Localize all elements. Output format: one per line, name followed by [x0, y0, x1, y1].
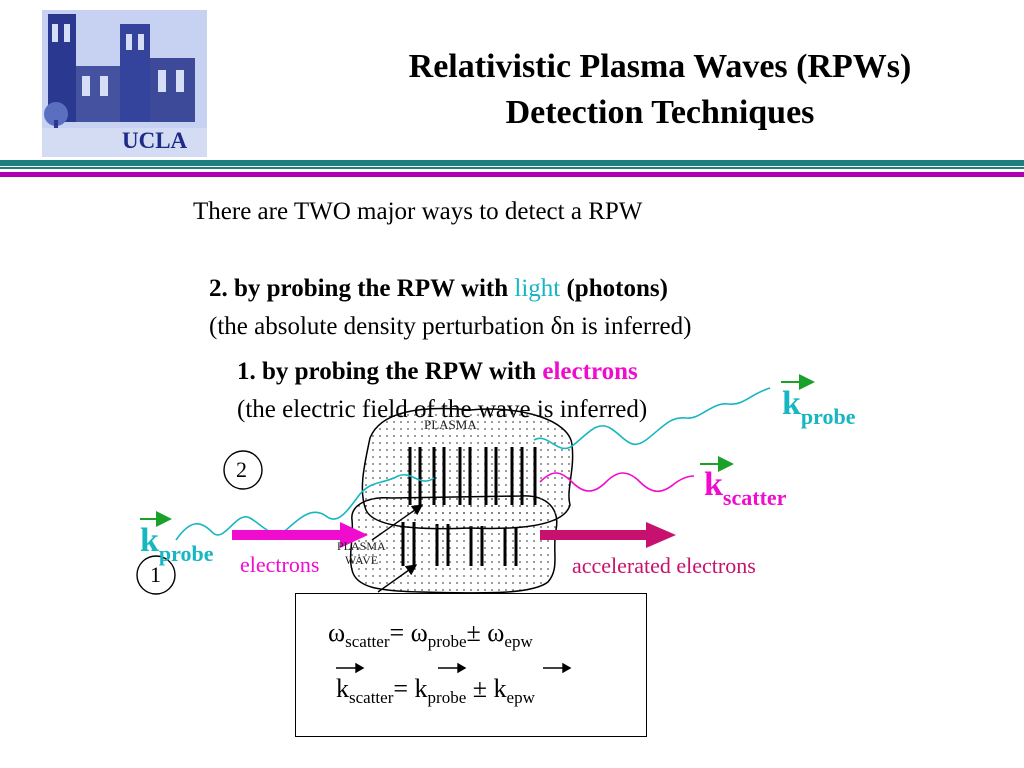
plasma-label: PLASMA: [424, 417, 477, 432]
ucla-building-image: [42, 10, 207, 157]
probe-subscript: probe: [427, 632, 467, 652]
item-2-highlight: light: [514, 275, 561, 302]
omega-symbol: ω: [328, 618, 346, 647]
title-line-1: Relativistic Plasma Waves (RPWs): [408, 48, 912, 85]
electrons-label: electrons: [240, 552, 320, 577]
k-scatter-label: kscatter: [704, 466, 786, 510]
circle-2-label: 2: [236, 457, 247, 482]
k-symbol: k: [336, 674, 349, 703]
k-symbol: k: [782, 385, 801, 422]
plasma-wave-pointer-2: [377, 564, 418, 593]
wavevector-arrows: [336, 662, 572, 674]
header-rule-teal: [0, 160, 1024, 166]
circle-1-label: 1: [150, 562, 161, 587]
k-probe-right-label: kprobe: [782, 385, 856, 429]
item-1-highlight: electrons: [542, 358, 638, 385]
plasma-wave-bars-lower: [401, 522, 518, 566]
accelerated-beam-head: [646, 522, 676, 548]
plasma-wave-pointer-1: [371, 504, 424, 541]
k-scatter-subscript: scatter: [722, 485, 787, 510]
item-1-prefix: 1. by probing the RPW with: [237, 358, 543, 385]
plasma-blob-upper: [361, 407, 574, 530]
item-2-detail: (the absolute density perturbation δn is…: [209, 313, 692, 340]
plasma-wave-label-line1: PLASMA: [337, 539, 386, 553]
accelerated-beam: [540, 530, 648, 540]
header-rule-teal-thin: [0, 167, 1024, 169]
k-symbol: k: [414, 674, 428, 703]
omega-symbol: ω: [410, 618, 428, 647]
frequency-equation: ωscatter= ωprobe± ωepw: [328, 618, 533, 652]
light-probe-wave-exit: [533, 387, 771, 450]
equals-sign: =: [389, 618, 411, 647]
item-2-prefix: 2. by probing the RPW with: [209, 275, 515, 302]
scatter-subscript: scatter: [349, 688, 394, 708]
wavevector-equation: kscatter= kprobe ± kepw: [336, 674, 535, 708]
k-symbol: k: [140, 522, 159, 559]
item-2-suffix: (photons): [560, 275, 668, 302]
ucla-logo: [42, 10, 207, 157]
header-rule-purple: [0, 172, 1024, 177]
equation-box: ωscatter= ωprobe± ωepw kscatter= kprobe …: [295, 593, 647, 737]
k-probe-left-label: kprobe: [140, 522, 214, 566]
plasma-wave-bars-upper: [408, 447, 537, 505]
k-symbol: k: [493, 674, 507, 703]
scatter-subscript: scatter: [345, 632, 390, 652]
intro-text: There are TWO major ways to detect a RPW: [193, 198, 643, 225]
k-symbol: k: [704, 466, 723, 503]
k-probe-subscript: probe: [158, 541, 214, 566]
ucla-logo-text: UCLA: [122, 128, 188, 153]
item-2-heading: 2. by probing the RPW with light (photon…: [209, 275, 668, 303]
probe-subscript: probe: [427, 688, 467, 708]
plusminus-sign: ±: [472, 674, 494, 703]
light-scattered-wave: [539, 472, 695, 493]
epw-subscript: epw: [506, 688, 535, 708]
circle-2: [223, 450, 263, 490]
title-line-2: Detection Techniques: [505, 94, 815, 131]
item-1-heading: 1. by probing the RPW with electrons: [237, 358, 638, 386]
equals-sign: =: [393, 674, 415, 703]
omega-symbol: ω: [487, 618, 505, 647]
plasma-wave-label: PLASMA WAVE: [337, 539, 386, 567]
electrons-beam-head: [340, 522, 368, 548]
plasma-wave-label-line2: WAVE: [345, 553, 379, 567]
epw-subscript: epw: [504, 632, 533, 652]
accelerated-electrons-label: accelerated electrons: [572, 553, 756, 578]
electrons-beam: [232, 530, 342, 540]
k-probe-subscript: probe: [800, 404, 856, 429]
slide-title: Relativistic Plasma Waves (RPWs) Detecti…: [300, 44, 1020, 136]
light-probe-wave: [175, 473, 435, 541]
plusminus-sign: ±: [466, 618, 488, 647]
circle-1: [136, 555, 176, 595]
